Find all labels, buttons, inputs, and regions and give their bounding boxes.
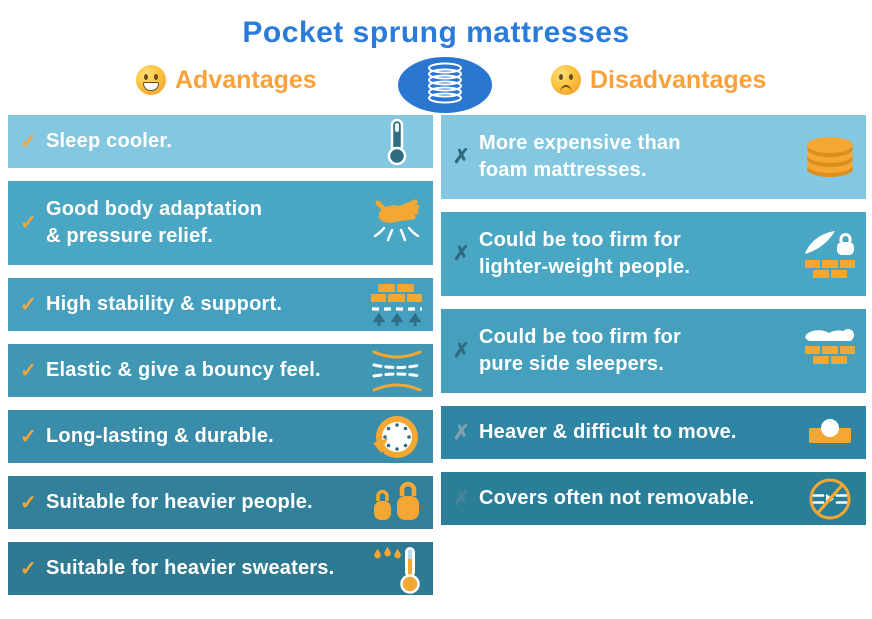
advantage-row: ✓ Good body adaptation & pressure relief… <box>8 181 433 265</box>
disadvantage-row: ✗ Heaver & difficult to move. <box>441 406 866 459</box>
row-text: Long-lasting & durable. <box>46 425 274 447</box>
thermometer-cold-icon <box>365 118 429 166</box>
kettlebells-icon <box>365 478 429 528</box>
check-icon: ✓ <box>20 212 37 234</box>
disadvantages-header: Disadvantages <box>551 65 766 95</box>
cross-icon: ✗ <box>453 243 470 265</box>
check-icon: ✓ <box>20 557 37 580</box>
advantage-row: ✓ High stability & support. <box>8 278 433 331</box>
advantages-header: Advantages <box>136 65 317 95</box>
happy-emoji-icon <box>136 65 166 95</box>
cross-icon: ✗ <box>453 146 470 168</box>
cross-icon: ✗ <box>453 487 470 510</box>
check-icon: ✓ <box>20 425 37 448</box>
advantage-row: ✓ Elastic & give a bouncy feel. <box>8 344 433 397</box>
advantage-row: ✓ Suitable for heavier people. <box>8 476 433 529</box>
disadvantages-column: ✗ More expensive than foam mattresses. ✗… <box>441 115 866 525</box>
row-text: High stability & support. <box>46 293 283 315</box>
row-text: Elastic & give a bouncy feel. <box>46 359 321 381</box>
disadvantage-row: ✗ Could be too firm for lighter-weight p… <box>441 212 866 296</box>
cross-icon: ✗ <box>453 421 470 444</box>
no-zipper-icon <box>798 475 862 523</box>
advantage-row: ✓ Sleep cooler. <box>8 115 433 168</box>
trolley-icon <box>798 416 862 450</box>
disadvantage-row: ✗ More expensive than foam mattresses. <box>441 115 866 199</box>
side-sleeper-icon <box>798 327 862 375</box>
row-text: Suitable for heavier people. <box>46 491 313 513</box>
row-text: Could be too firm for lighter-weight peo… <box>479 229 691 278</box>
check-icon: ✓ <box>20 359 37 382</box>
check-icon: ✓ <box>20 130 37 153</box>
row-text: More expensive than foam mattresses. <box>479 132 681 181</box>
bricks-support-icon <box>365 282 429 328</box>
page-title: Pocket sprung mattresses <box>242 16 630 49</box>
mattress-spring-icon <box>397 56 493 114</box>
disadvantage-row: ✗ Could be too firm for pure side sleepe… <box>441 309 866 393</box>
row-text: Could be too firm for pure side sleepers… <box>479 326 681 375</box>
check-icon: ✓ <box>20 491 37 514</box>
sad-emoji-icon <box>551 65 581 95</box>
row-text: Heaver & difficult to move. <box>479 421 737 443</box>
cross-icon: ✗ <box>453 340 470 362</box>
row-text: Good body adaptation & pressure relief. <box>46 198 263 247</box>
feather-weight-icon <box>798 228 862 280</box>
elastic-curves-icon <box>365 349 429 393</box>
advantage-row: ✓ Suitable for heavier sweaters. <box>8 542 433 595</box>
row-text: Covers often not removable. <box>479 487 755 509</box>
thermometer-sweat-icon <box>365 544 429 594</box>
advantages-column: ✓ Sleep cooler. ✓ Good body adaptation &… <box>8 115 433 595</box>
disadvantages-header-label: Disadvantages <box>590 65 767 94</box>
advantages-header-label: Advantages <box>175 65 317 94</box>
advantage-row: ✓ Long-lasting & durable. <box>8 410 433 463</box>
disadvantage-row: ✗ Covers often not removable. <box>441 472 866 525</box>
row-text: Suitable for heavier sweaters. <box>46 557 335 579</box>
coins-icon <box>798 135 862 179</box>
hand-pressure-icon <box>365 197 429 249</box>
clock-durable-icon <box>365 412 429 462</box>
check-icon: ✓ <box>20 293 37 316</box>
row-text: Sleep cooler. <box>46 130 172 152</box>
